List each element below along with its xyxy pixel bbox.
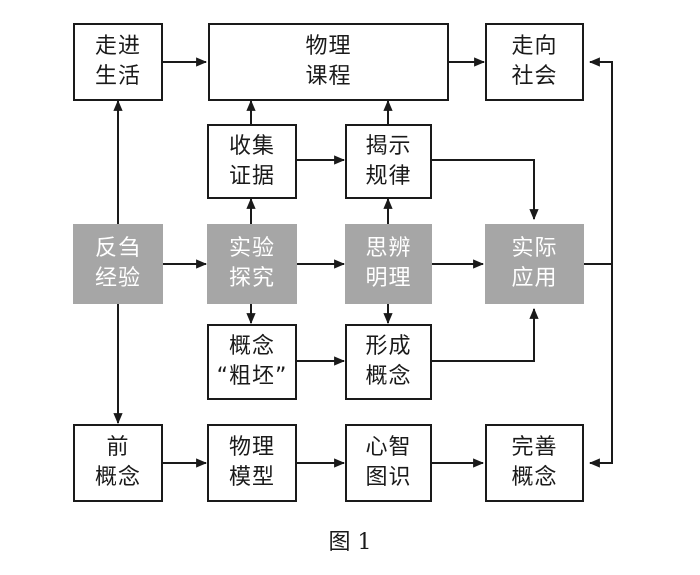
box-sibian-mingli: 思辨 明理 — [345, 224, 432, 304]
box-label-line2: 概念 — [365, 364, 412, 389]
box-xingcheng-gainian: 形成 概念 — [345, 324, 432, 400]
box-label-line2: 课程 — [305, 64, 352, 89]
figure-caption: 图 1 — [328, 530, 372, 555]
box-label-line1: 完善 — [511, 435, 558, 460]
box-label-line2: 明理 — [365, 266, 412, 291]
box-shiyan-tanjiu: 实验 探究 — [207, 224, 297, 304]
box-shiji-yingyong: 实际 应用 — [485, 224, 584, 304]
box-label-line2: 证据 — [228, 163, 275, 189]
box-wuli-kecheng: 物理 课程 — [208, 23, 449, 101]
box-gainian-cupi: 概念 “粗坯” — [207, 324, 297, 400]
box-label-line2: 模型 — [228, 465, 275, 490]
box-fansi-jingyan: 反刍 经验 — [73, 224, 163, 304]
arrow-xingcheng-to-yingyong — [432, 307, 539, 362]
box-label-line2: 经验 — [94, 266, 141, 291]
box-label-line2: 概念 — [511, 465, 558, 490]
arrow-guilv-to-yingyong — [432, 159, 539, 221]
box-label-line2: 社会 — [511, 64, 558, 89]
box-label-line1: 收集 — [228, 133, 275, 159]
box-zoujin-shenghuo: 走进 生活 — [73, 23, 163, 101]
box-label-line1: 物理 — [305, 34, 352, 59]
box-label-line2: 图识 — [365, 465, 412, 490]
box-label-line2: 探究 — [228, 266, 275, 291]
box-label-line1: 概念 — [228, 334, 275, 359]
box-label-line1: 心智 — [365, 435, 412, 460]
box-zouxiang-shehui: 走向 社会 — [485, 23, 584, 101]
box-qian-gainian: 前 概念 — [73, 424, 163, 502]
box-label-line1: 思辨 — [365, 236, 412, 261]
box-label-line1: 反刍 — [94, 236, 141, 261]
box-label-line1: 前 — [106, 435, 130, 460]
box-label-line2: 生活 — [94, 64, 141, 89]
box-label-line1: 形成 — [365, 334, 412, 359]
box-label-line1: 走向 — [511, 34, 558, 59]
arrow-rail-to-wanshan — [588, 264, 613, 468]
arrow-rail-to-shehui — [588, 57, 613, 264]
box-label-line1: 实际 — [511, 236, 558, 261]
box-wuli-moxing: 物理 模型 — [207, 424, 297, 502]
box-jieshi-guilv: 揭示 规律 — [345, 124, 432, 199]
box-label-line1: 实验 — [228, 236, 275, 261]
box-label-line2: 概念 — [94, 465, 141, 490]
box-label-line2: “粗坯” — [216, 364, 288, 389]
box-label-line1: 揭示 — [365, 133, 412, 159]
box-label-line2: 规律 — [365, 163, 412, 189]
box-label-line2: 应用 — [511, 266, 558, 291]
box-wanshan-gainian: 完善 概念 — [485, 424, 584, 502]
box-shouji-zhengju: 收集 证据 — [207, 124, 297, 199]
box-xinzhi-tushi: 心智 图识 — [345, 424, 432, 502]
box-label-line1: 走进 — [94, 34, 141, 59]
box-label-line1: 物理 — [228, 435, 275, 460]
